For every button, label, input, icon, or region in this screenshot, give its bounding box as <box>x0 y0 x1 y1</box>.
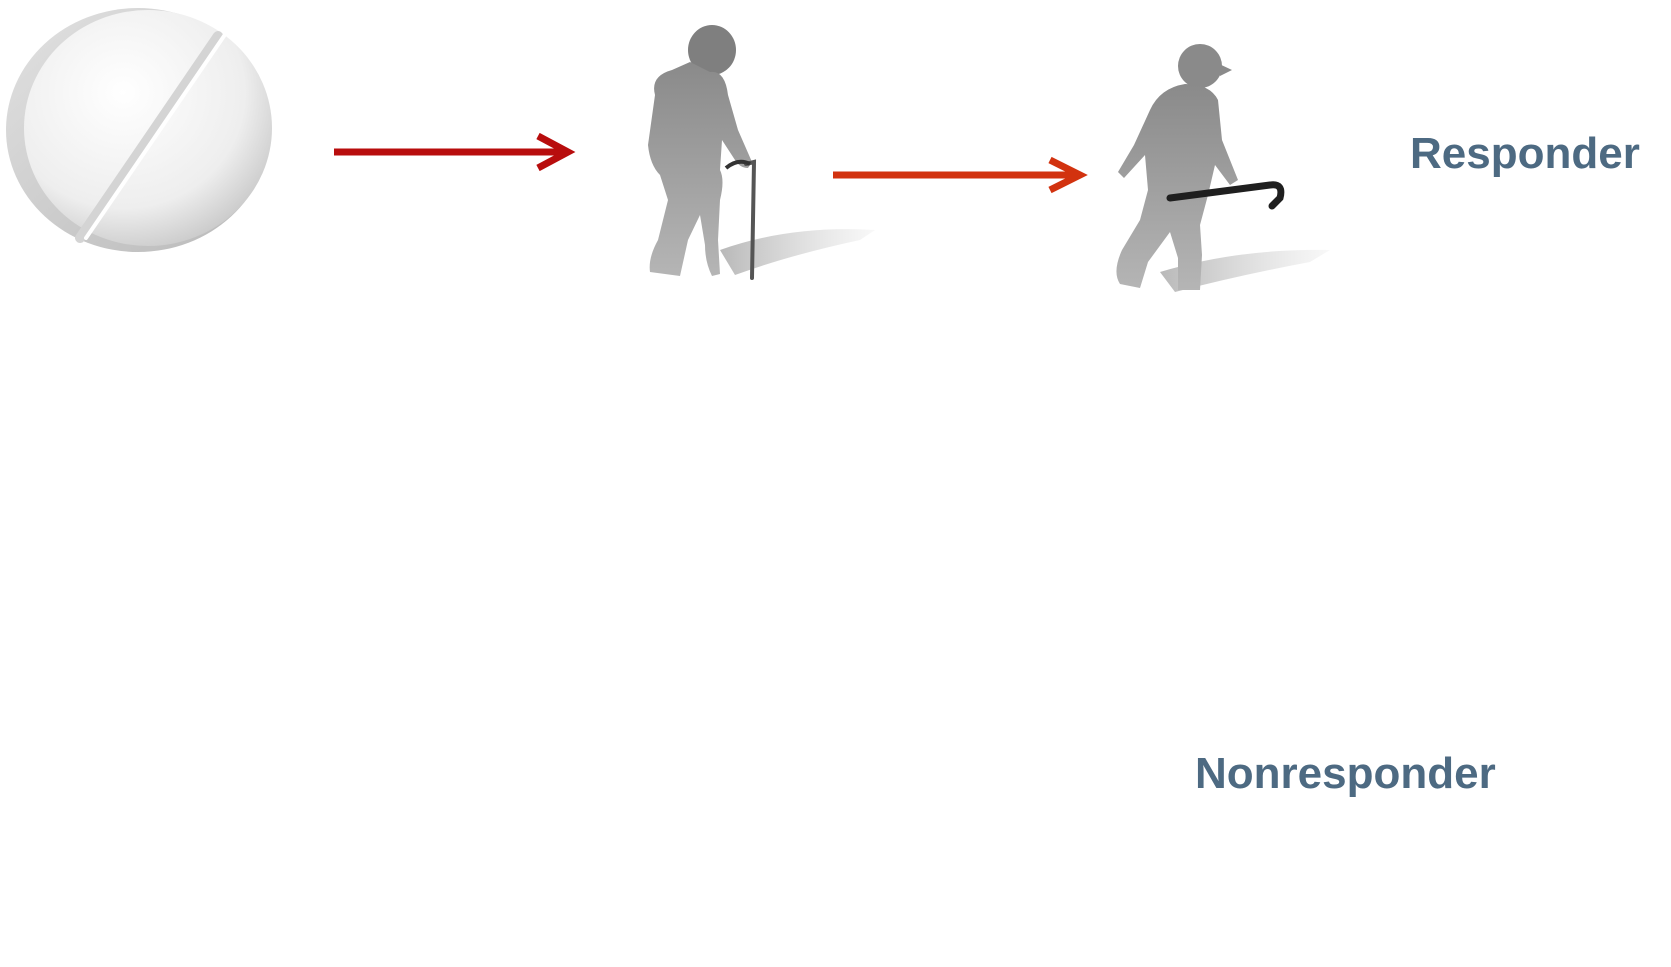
person-walking-icon <box>1116 44 1330 292</box>
nonresponder-label: Nonresponder <box>1195 752 1496 796</box>
person-with-cane-icon <box>648 25 875 278</box>
arrow-to-responder <box>833 160 1080 190</box>
pill-icon <box>6 8 272 252</box>
arrow-pill-to-patient <box>334 136 568 168</box>
responder-label: Responder <box>1410 132 1640 176</box>
